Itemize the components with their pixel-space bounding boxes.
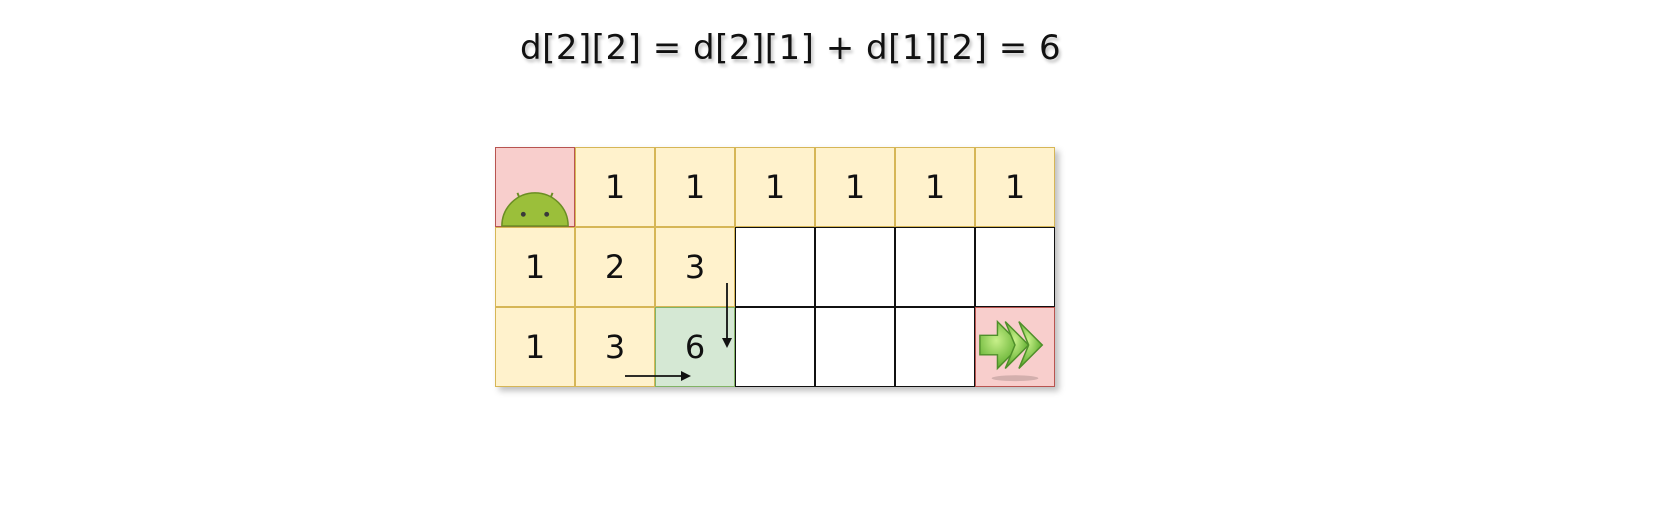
grid-cell-current: 6 [655,307,735,387]
grid-cell-empty [735,227,815,307]
grid-cell: 1 [735,147,815,227]
grid-cell-goal [975,307,1055,387]
grid-cell-empty [815,227,895,307]
grid-cell-empty [895,307,975,387]
grid-cell: 1 [575,147,655,227]
grid-cell-empty [815,307,895,387]
grid-cell: 1 [495,227,575,307]
grid-cell-start [495,147,575,227]
formula-text: d[2][2] = d[2][1] + d[1][2] = 6 [520,28,1062,68]
dp-grid: 1 1 1 1 1 1 1 2 3 1 3 6 [495,147,1055,387]
grid-cell: 1 [975,147,1055,227]
grid-cell: 3 [575,307,655,387]
android-robot-icon [501,192,569,227]
grid-cell: 1 [815,147,895,227]
grid-cell: 2 [575,227,655,307]
grid-cell-empty [735,307,815,387]
grid-cell: 1 [495,307,575,387]
grid-cell-empty [895,227,975,307]
double-arrow-right-icon [979,319,1044,382]
grid-cell: 3 [655,227,735,307]
grid-cell: 1 [895,147,975,227]
grid-cell-empty [975,227,1055,307]
grid-cell: 1 [655,147,735,227]
